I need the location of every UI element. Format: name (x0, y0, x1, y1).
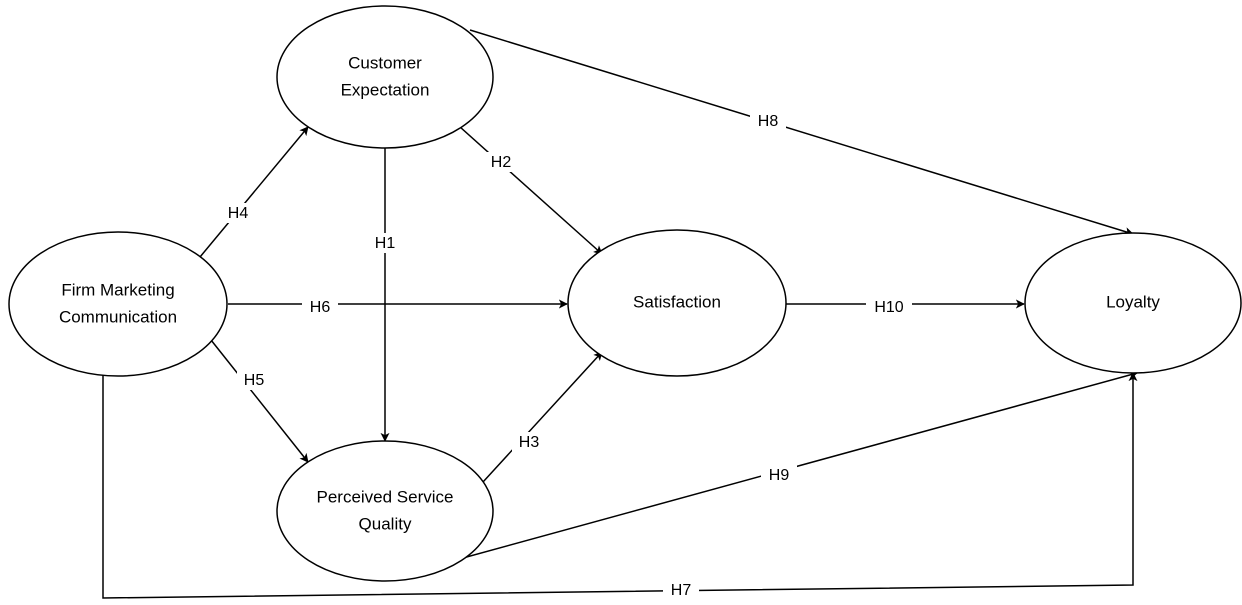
edge-h4-line (199, 126, 309, 258)
edge-h6[interactable]: H6 (228, 297, 568, 317)
edge-h9[interactable]: H9 (451, 370, 1138, 562)
node-customer-expectation[interactable]: Customer Expectation (276, 5, 494, 149)
edge-h7[interactable]: H7 (102, 372, 1138, 600)
edge-h1[interactable]: H1 (368, 148, 402, 442)
edge-h5-label-bg (237, 370, 271, 390)
node-customer-expectation-label-line1: Customer (348, 53, 422, 72)
edge-h2-label-bg (484, 152, 518, 172)
node-loyalty[interactable]: Loyalty (1024, 232, 1242, 374)
node-satisfaction-label: Satisfaction (633, 292, 721, 311)
edge-h7-label-bg (663, 580, 699, 600)
edge-h3-label: H3 (519, 434, 540, 451)
edge-h10-label-bg (866, 297, 912, 317)
node-loyalty-ellipse (1024, 232, 1242, 374)
node-perceived-quality-label-line1: Perceived Service (316, 487, 453, 506)
edge-h8[interactable]: H8 (469, 29, 1134, 236)
node-perceived-service-quality[interactable]: Perceived Service Quality (276, 440, 494, 582)
edge-h4-label: H4 (228, 205, 249, 222)
edge-h7-line (102, 372, 1138, 599)
edge-h8-label: H8 (758, 113, 779, 130)
node-customer-expectation-label-line2: Expectation (341, 80, 430, 99)
edge-h10[interactable]: H10 (786, 297, 1025, 317)
node-firm-marketing-ellipse (8, 231, 228, 377)
edge-h4-label-bg (221, 203, 255, 223)
node-satisfaction-ellipse (567, 229, 787, 377)
node-customer-expectation-ellipse (276, 5, 494, 149)
node-loyalty-label: Loyalty (1106, 292, 1160, 311)
edges: H1 H2 H3 H4 H5 H6 (102, 29, 1138, 600)
edge-h8-label-bg (750, 111, 786, 131)
node-firm-marketing-label-line2: Communication (59, 307, 177, 326)
edge-h8-line (469, 29, 1134, 236)
node-firm-marketing-communication[interactable]: Firm Marketing Communication (8, 231, 228, 377)
edge-h2-line (459, 126, 603, 255)
edge-h6-label: H6 (310, 299, 331, 316)
edge-h2-label: H2 (491, 154, 512, 171)
edge-h5-label: H5 (244, 372, 265, 389)
edge-h3-line (482, 351, 603, 483)
node-firm-marketing-label-line1: Firm Marketing (61, 280, 174, 299)
node-perceived-quality-label-line2: Quality (359, 514, 412, 533)
nodes: Firm Marketing Communication Customer Ex… (8, 5, 1242, 582)
edge-h3[interactable]: H3 (482, 351, 603, 483)
node-satisfaction[interactable]: Satisfaction (567, 229, 787, 377)
edge-h1-label-bg (368, 233, 402, 253)
edge-h1-label: H1 (375, 235, 396, 252)
edge-h7-label: H7 (671, 582, 692, 599)
edge-h3-label-bg (512, 432, 546, 452)
edge-h2[interactable]: H2 (459, 126, 603, 255)
edge-h9-label: H9 (769, 467, 790, 484)
edge-h5-line (210, 339, 309, 463)
edge-h6-label-bg (302, 297, 338, 317)
edge-h10-label: H10 (874, 299, 903, 316)
node-perceived-quality-ellipse (276, 440, 494, 582)
edge-h5[interactable]: H5 (210, 339, 309, 463)
edge-h9-label-bg (761, 465, 797, 485)
edge-h4[interactable]: H4 (199, 126, 309, 258)
